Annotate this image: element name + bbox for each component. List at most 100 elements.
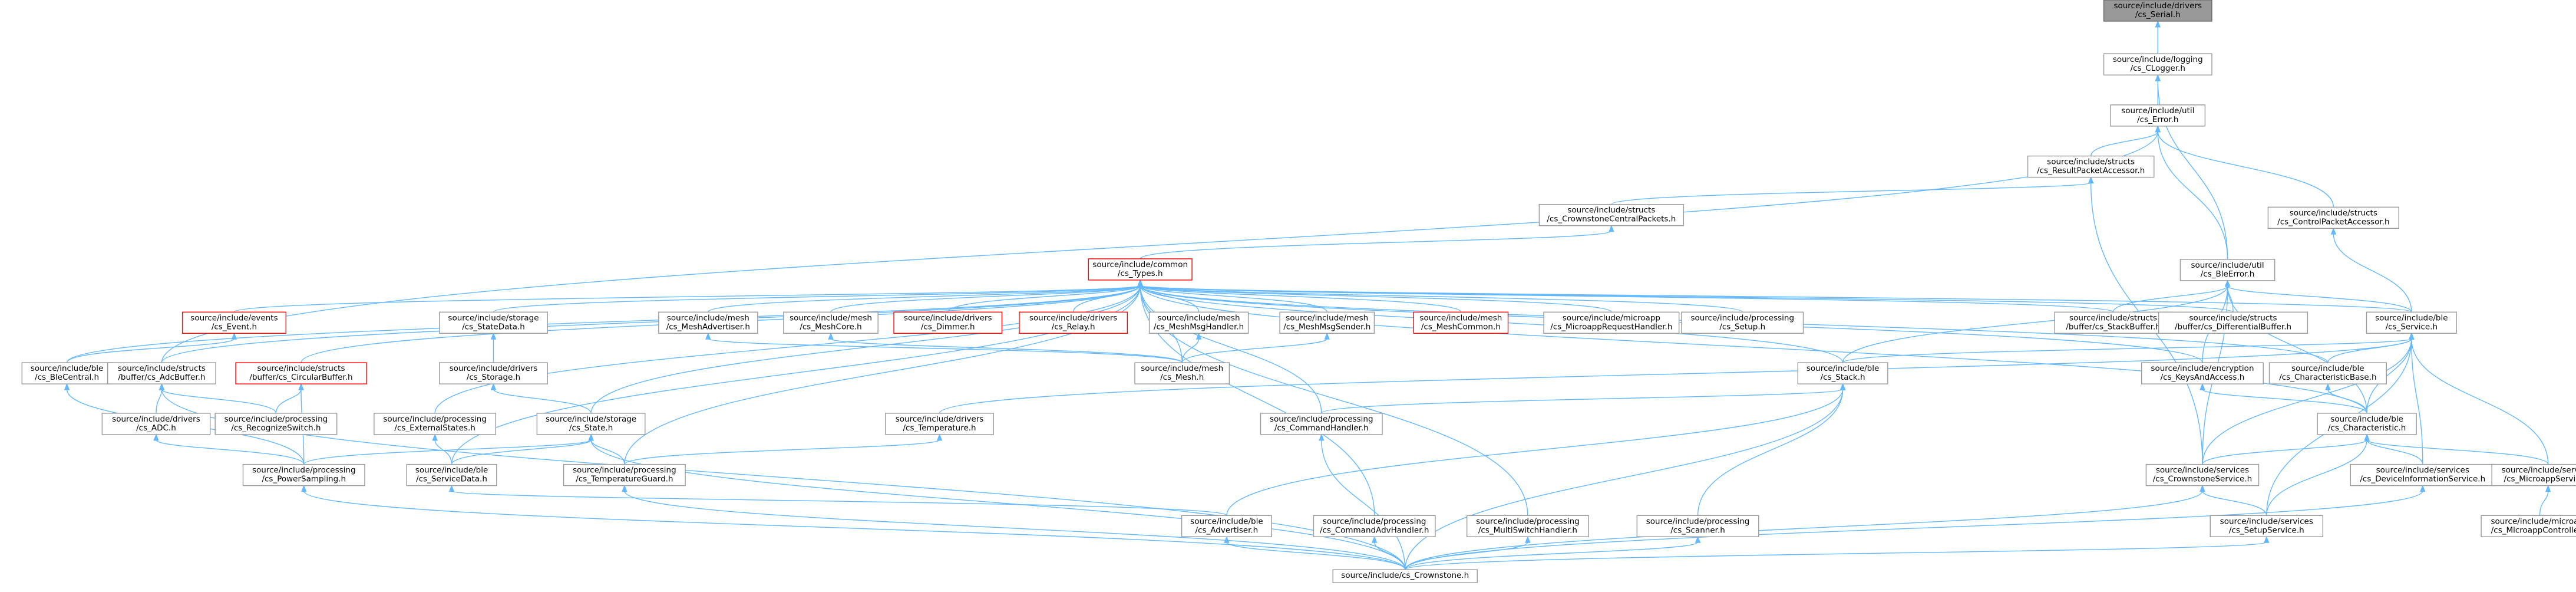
node-box — [2491, 463, 2576, 486]
node-meshmsgsender[interactable]: source/include/mesh/cs_MeshMsgSender.h — [1279, 311, 1375, 334]
node-statedata[interactable]: source/include/storage/cs_StateData.h — [439, 311, 548, 334]
node-label-path: source/include/services — [2502, 466, 2576, 475]
node-label-file: /cs_Setup.h — [1719, 322, 1765, 331]
node-label-file: /cs_BleError.h — [2201, 269, 2255, 279]
node-box — [2145, 463, 2260, 486]
node-ctrlpkt[interactable]: source/include/structs/cs_ControlPacketA… — [2267, 206, 2400, 229]
node-service[interactable]: source/include/ble/cs_Service.h — [2366, 311, 2457, 334]
node-label-file: /cs_DeviceInformationService.h — [2360, 475, 2485, 484]
node-csservice[interactable]: source/include/services/cs_CrownstoneSer… — [2145, 463, 2260, 486]
node-label-path: source/include/processing — [1323, 517, 1426, 526]
node-microreq[interactable]: source/include/microapp/cs_MicroappReque… — [1543, 311, 1680, 334]
node-label-file: /cs_State.h — [569, 423, 613, 433]
node-label-path: source/include/drivers — [112, 415, 200, 424]
edge-stack-to-crownstone — [1405, 383, 1846, 570]
node-stackbuf[interactable]: source/include/structs/buffer/cs_StackBu… — [2054, 311, 2172, 334]
node-setup[interactable]: source/include/processing/cs_Setup.h — [1681, 311, 1804, 334]
edge-setupservice-to-crownstone — [1405, 535, 2270, 570]
edge-devinfo-to-crownstone — [1405, 485, 2426, 570]
node-label-path: source/include/cs_Crownstone.h — [1341, 571, 1469, 580]
node-stack[interactable]: source/include/ble/cs_Stack.h — [1797, 362, 1888, 384]
edge-serial-to-logger — [2155, 20, 2161, 54]
node-label-path: source/include/processing — [1270, 415, 1373, 424]
node-box — [2267, 206, 2400, 229]
node-charbase[interactable]: source/include/ble/cs_CharacteristicBase… — [2268, 362, 2387, 384]
node-temperature[interactable]: source/include/drivers/cs_Temperature.h — [885, 413, 994, 435]
node-box — [2103, 53, 2212, 75]
node-keysaccess[interactable]: source/include/encryption/cs_KeysAndAcce… — [2141, 362, 2264, 384]
node-box — [2179, 259, 2276, 281]
node-label-path: source/include/mesh — [1141, 364, 1223, 373]
node-advertiser[interactable]: source/include/ble/cs_Advertiser.h — [1181, 515, 1272, 537]
node-label-path: source/include/processing — [573, 466, 676, 475]
edge-ctrlpkt-to-service — [2330, 227, 2412, 313]
node-error[interactable]: source/include/util/cs_Error.h — [2110, 104, 2206, 127]
node-microctrl[interactable]: source/include/microapp/cs_MicroappContr… — [2481, 515, 2576, 537]
node-adc[interactable]: source/include/drivers/cs_ADC.h — [101, 413, 211, 435]
edge-service-to-microservice — [2409, 332, 2549, 465]
node-adcbuf[interactable]: source/include/structs/buffer/cs_AdcBuff… — [107, 362, 216, 384]
node-characteristic[interactable]: source/include/ble/cs_Characteristic.h — [2317, 413, 2417, 435]
node-label-path: source/include/services — [2220, 517, 2313, 526]
node-box — [1019, 311, 1128, 334]
node-circbuf[interactable]: source/include/structs/buffer/cs_Circula… — [235, 362, 367, 384]
node-box — [406, 463, 497, 486]
node-extstates[interactable]: source/include/processing/cs_ExternalSta… — [374, 413, 497, 435]
node-label-path: source/include/drivers — [1029, 313, 1118, 323]
edge-types-to-meshadv — [708, 279, 1143, 313]
node-multiswitch[interactable]: source/include/processing/cs_MultiSwitch… — [1466, 515, 1589, 537]
node-label-file: /cs_MeshMsgSender.h — [1283, 322, 1370, 331]
node-devinfo[interactable]: source/include/services/cs_DeviceInforma… — [2350, 463, 2495, 486]
node-setupservice[interactable]: source/include/services/cs_SetupService.… — [2210, 515, 2324, 537]
edge-microservice-to-microctrl — [2539, 485, 2551, 516]
node-recswitch[interactable]: source/include/processing/cs_RecognizeSw… — [214, 413, 338, 435]
node-tempguard[interactable]: source/include/processing/cs_Temperature… — [563, 463, 686, 486]
node-blecentral[interactable]: source/include/ble/cs_BleCentral.h — [21, 362, 113, 384]
node-label-file: /cs_Characteristic.h — [2328, 423, 2406, 433]
node-box — [2366, 311, 2457, 334]
node-box — [1181, 515, 1272, 537]
node-box — [2054, 311, 2172, 334]
edge-characteristic-to-csservice — [2202, 433, 2370, 465]
node-resultpkt[interactable]: source/include/structs/cs_ResultPacketAc… — [2027, 155, 2155, 178]
edge-cmdhandler-to-crownstone — [1319, 433, 1406, 570]
node-servicedata[interactable]: source/include/ble/cs_ServiceData.h — [406, 463, 497, 486]
node-meshadv[interactable]: source/include/mesh/cs_MeshAdvertiser.h — [658, 311, 758, 334]
node-state[interactable]: source/include/storage/cs_State.h — [536, 413, 646, 435]
edge-state-to-crownstone — [588, 433, 1406, 570]
node-microservice[interactable]: source/include/services/cs_MicroappServi… — [2491, 463, 2576, 486]
node-scanner[interactable]: source/include/processing/cs_Scanner.h — [1636, 515, 1759, 537]
edge-cmdadv-to-crownstone — [1371, 535, 1406, 570]
node-box — [563, 463, 686, 486]
node-box — [1260, 413, 1383, 435]
edge-temperature-to-tempguard — [624, 433, 943, 465]
node-meshcore[interactable]: source/include/mesh/cs_MeshCore.h — [783, 311, 879, 334]
node-crownstone[interactable]: source/include/cs_Crownstone.h — [1332, 569, 1478, 583]
node-mesh[interactable]: source/include/mesh/cs_Mesh.h — [1134, 362, 1230, 384]
edge-csservice-to-crownstone — [1405, 485, 2205, 570]
node-cmdadv[interactable]: source/include/processing/cs_CommandAdvH… — [1313, 515, 1436, 537]
edge-storage-to-state — [490, 383, 592, 414]
node-event[interactable]: source/include/events/cs_Event.h — [181, 311, 287, 334]
node-label-path: source/include/drivers — [896, 415, 984, 424]
node-box — [783, 311, 879, 334]
node-meshmsghandler[interactable]: source/include/mesh/cs_MeshMsgHandler.h — [1148, 311, 1249, 334]
node-logger[interactable]: source/include/logging/cs_CLogger.h — [2103, 53, 2212, 75]
node-diffbuf[interactable]: source/include/structs/buffer/cs_Differe… — [2158, 311, 2309, 334]
node-centralpkts[interactable]: source/include/structs/cs_CrownstoneCent… — [1538, 204, 1685, 226]
node-meshcommon[interactable]: source/include/mesh/cs_MeshCommon.h — [1413, 311, 1509, 334]
node-relay[interactable]: source/include/drivers/cs_Relay.h — [1019, 311, 1128, 334]
node-storage[interactable]: source/include/drivers/cs_Storage.h — [439, 362, 548, 384]
node-bleerror[interactable]: source/include/util/cs_BleError.h — [2179, 259, 2276, 281]
node-label-file: /cs_PowerSampling.h — [262, 475, 346, 484]
node-box — [2210, 515, 2324, 537]
edge-types-to-statedata — [493, 279, 1143, 313]
node-types[interactable]: source/include/common/cs_Types.h — [1088, 258, 1193, 281]
node-serial[interactable]: source/include/drivers/cs_Serial.h — [2103, 0, 2212, 22]
edge-service-to-temperature — [939, 332, 2415, 414]
node-cmdhandler[interactable]: source/include/processing/cs_CommandHand… — [1260, 413, 1383, 435]
node-powersampling[interactable]: source/include/processing/cs_PowerSampli… — [242, 463, 365, 486]
node-label-path: source/include/structs — [1567, 206, 1655, 215]
node-dimmer[interactable]: source/include/drivers/cs_Dimmer.h — [893, 311, 1003, 334]
edge-csservice-to-setupservice — [2199, 485, 2267, 516]
